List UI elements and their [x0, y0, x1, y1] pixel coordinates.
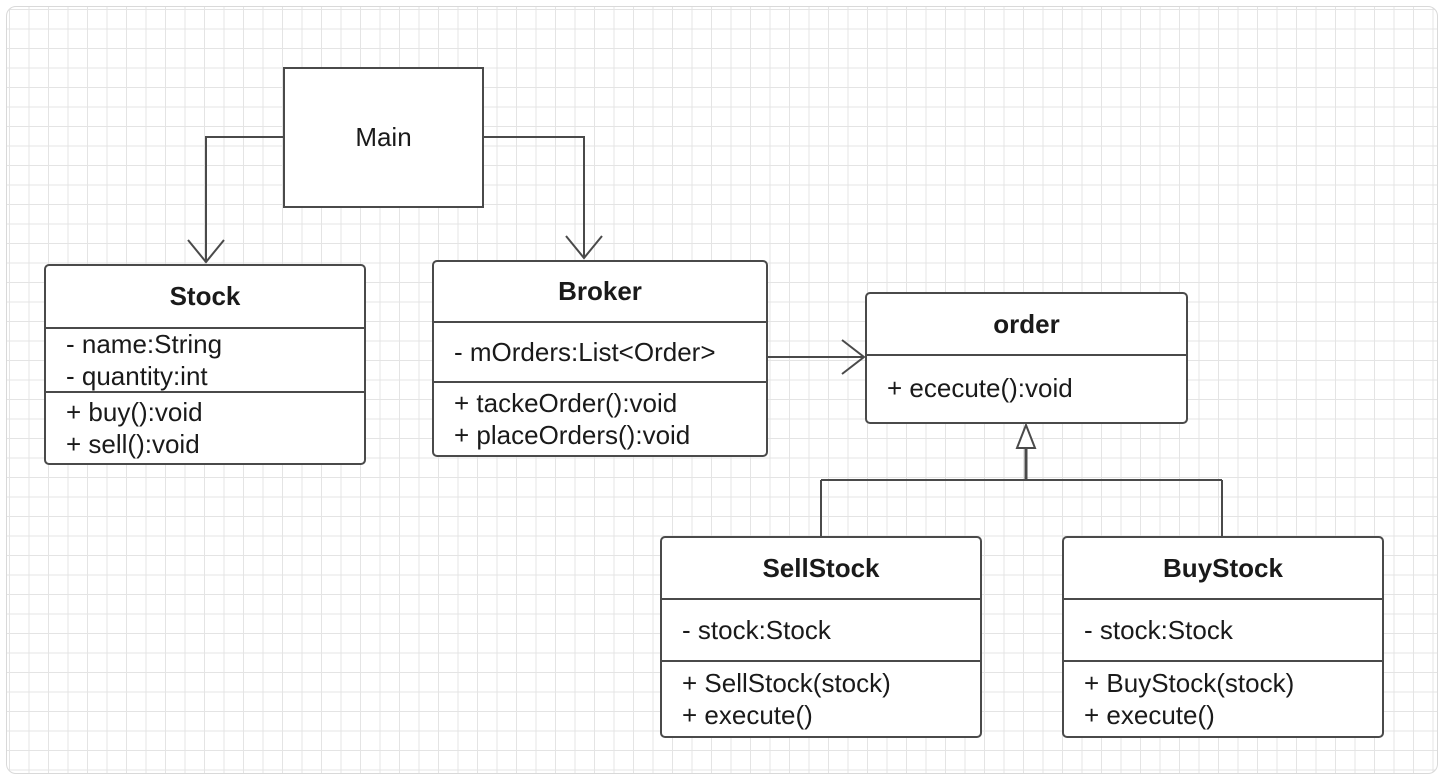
class-broker-title: Broker — [434, 262, 766, 323]
class-stock-operations: + buy():void + sell():void — [46, 393, 364, 463]
operation-ececute: + ececute():void — [887, 373, 1073, 403]
attribute-quantity: - quantity:int — [66, 361, 208, 391]
class-sellstock-attributes: - stock:Stock — [662, 600, 980, 662]
class-broker[interactable]: Broker - mOrders:List<Order> + tackeOrde… — [432, 260, 768, 457]
class-buystock[interactable]: BuyStock - stock:Stock + BuyStock(stock)… — [1062, 536, 1384, 738]
main-label: Main — [355, 122, 412, 152]
operation-placeorders: + placeOrders():void — [454, 420, 691, 450]
class-sellstock[interactable]: SellStock - stock:Stock + SellStock(stoc… — [660, 536, 982, 738]
operation-execute: + execute() — [1084, 700, 1215, 730]
operation-buystock-constructor: + BuyStock(stock) — [1084, 668, 1295, 698]
class-order-title: order — [867, 294, 1186, 356]
attribute-name: - name:String — [66, 329, 223, 359]
class-broker-operations: + tackeOrder():void + placeOrders():void — [434, 383, 766, 455]
class-buystock-operations: + BuyStock(stock) + execute() — [1064, 662, 1382, 736]
class-stock[interactable]: Stock - name:String - quantity:int + buy… — [44, 264, 366, 465]
operation-sellstock-constructor: + SellStock(stock) — [682, 668, 891, 698]
class-broker-attributes: - mOrders:List<Order> — [434, 323, 766, 383]
attribute-stock: - stock:Stock — [1084, 615, 1233, 645]
attribute-stock: - stock:Stock — [682, 615, 831, 645]
attribute-morders: - mOrders:List<Order> — [454, 337, 716, 367]
class-buystock-title: BuyStock — [1064, 538, 1382, 600]
class-order-operations: + ececute():void — [867, 356, 1186, 422]
class-sellstock-title: SellStock — [662, 538, 980, 600]
operation-buy: + buy():void — [66, 397, 203, 427]
class-sellstock-operations: + SellStock(stock) + execute() — [662, 662, 980, 736]
class-order[interactable]: order + ececute():void — [865, 292, 1188, 424]
main-node[interactable]: Main — [283, 67, 484, 208]
operation-tackeorder: + tackeOrder():void — [454, 388, 678, 418]
class-stock-title: Stock — [46, 266, 364, 329]
operation-sell: + sell():void — [66, 429, 200, 459]
operation-execute: + execute() — [682, 700, 813, 730]
class-buystock-attributes: - stock:Stock — [1064, 600, 1382, 662]
class-stock-attributes: - name:String - quantity:int — [46, 329, 364, 393]
